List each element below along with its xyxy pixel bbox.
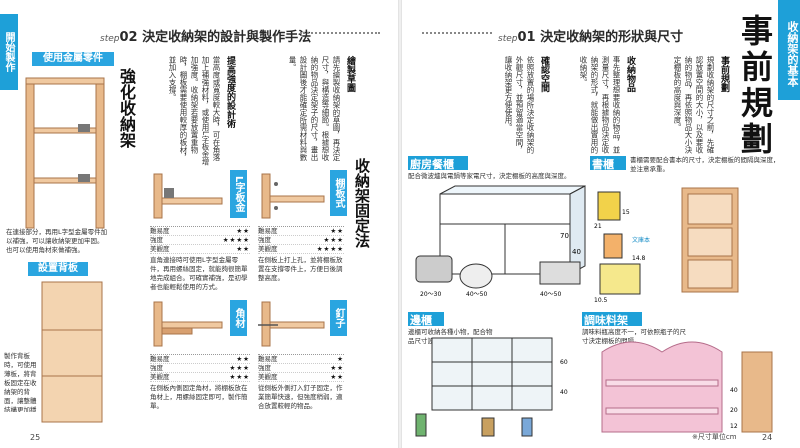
bookcase-title: 書櫃 <box>592 158 614 171</box>
svg-text:70: 70 <box>560 232 569 240</box>
block-head-sketch: 繪製草圖 <box>345 56 355 92</box>
shelf-support-illustration <box>261 173 325 219</box>
l-caption: 直角連接時可使用L字型金屬零件，再用螺絲固定，就能夠很簡單地完成組合。可確實補強… <box>150 256 248 291</box>
svg-text:20: 20 <box>730 407 738 414</box>
metal-parts-label: 使用金屬零件 <box>32 52 114 66</box>
shelf-support-label: 棚板式 <box>330 170 347 216</box>
svg-text:15: 15 <box>622 209 630 216</box>
block-head-plan: 事前規劃 <box>719 56 729 92</box>
storage-title: 邊櫃 <box>410 314 432 327</box>
rating-l: 難易度★★ 強度★★★★ 美觀度★★ <box>150 226 250 254</box>
block-head-strength: 提高強度的設計術 <box>225 56 235 128</box>
svg-text:14.8: 14.8 <box>632 255 646 262</box>
svg-text:12: 12 <box>730 423 738 430</box>
block-text-items: 事先整理想要收納的物品，並測量尺寸，再根據物品決定收納架的形式，就能做出實用的收… <box>579 56 621 154</box>
strengthen-title: 強化收納架 <box>117 68 136 148</box>
kitchen-cabinet-illustration: 70 40 20～30 40～50 40～50 <box>415 185 586 298</box>
bookcase-bar <box>590 156 626 170</box>
nail-caption: 從側板外側打入釘子固定，作業簡單快速，但強度稍弱，適合放置較輕的物品。 <box>258 384 343 410</box>
svg-text:40: 40 <box>572 248 581 256</box>
step-heading-right: step01 決定收納架的形狀與尺寸 <box>498 30 684 45</box>
page-number-left: 25 <box>30 433 41 442</box>
block-text-plan: 規劃收納架的尺寸之前，先確認放置空間的大小，以及要收納的物品，再依照物品大小決定… <box>673 56 715 154</box>
spice-title: 調味料架 <box>584 314 628 327</box>
metal-caption: 在連接部分，再用L字型金屬零件加以補強，可以讓收納架更加牢固。也可以使用角材來做… <box>6 228 108 254</box>
big-title: 事前規劃 <box>736 14 774 158</box>
svg-text:10.5: 10.5 <box>594 297 608 304</box>
bookcase-illustration: 21 15 10.5 14.8 文庫本 <box>594 187 739 304</box>
angle-caption: 在側板內側固定角材，將棚板放在角材上，用螺絲固定即可，製作簡單。 <box>150 384 248 410</box>
svg-text:40～50: 40～50 <box>466 291 487 298</box>
kitchen-caption: 配合微波爐與電鍋等家電尺寸，決定棚板的高度與深度。 <box>408 172 571 180</box>
svg-text:60: 60 <box>560 359 568 366</box>
dotted-rule <box>300 32 380 34</box>
svg-text:文庫本: 文庫本 <box>632 236 650 244</box>
fix-title: 收納架固定法 <box>353 158 371 248</box>
right-page: step01 決定收納架的形狀與尺寸 收納架的基本 事前規劃 事前規劃 規劃收納… <box>402 0 800 448</box>
block-head-items: 收納物品 <box>625 56 635 92</box>
svg-text:21: 21 <box>594 223 602 230</box>
svg-text:40: 40 <box>730 387 738 394</box>
block-text-sketch: 請先繪製收納架的草圖，再決定尺寸，與構造等細節。根據想收納的物品決定架子的尺寸，… <box>288 56 341 161</box>
shelf-caption: 在側板上打上孔，並將棚板放置在支撐零件上，方便日後調整高度。 <box>258 256 343 282</box>
spice-caption: 調味料瓶高度不一，可依照瓶子的尺寸決定棚板的間隔。 <box>582 328 686 345</box>
angle-label: 角材 <box>230 300 247 336</box>
side-tab-start[interactable]: 開始製作 <box>0 14 18 90</box>
spice-rack-illustration: 40 20 12 <box>601 341 773 433</box>
block-text-space: 依照放置的場所決定收納架的外觀尺寸，並預留適當空間，讓收納架更方便使用。 <box>504 56 535 154</box>
svg-text:40: 40 <box>560 389 568 396</box>
side-tab-basics[interactable]: 收納架的基本 <box>778 0 800 100</box>
back-panel-illustration <box>41 281 103 423</box>
l-bracket-label: L字板金 <box>230 170 247 218</box>
rating-shelf: 難易度★★ 強度★★★ 美觀度★★★★ <box>258 226 344 254</box>
kitchen-bar <box>408 156 468 170</box>
spice-bar <box>582 312 642 326</box>
kitchen-title: 廚房餐櫃 <box>410 158 454 171</box>
back-panel-label: 設置背板 <box>28 262 88 276</box>
block-text-strength: 當高度或寬度較大時，可在角落加上補強材料，或使用L字板金增加強度。收納架若要放置… <box>168 56 221 166</box>
angle-illustration <box>153 301 223 347</box>
left-page: 開始製作 step02 決定收納架的設計與製作手法 使用金屬零件 強化收納架 在… <box>0 0 398 448</box>
step-heading: step02 決定收納架的設計與製作手法 <box>100 30 312 45</box>
nail-label: 釘子 <box>330 300 347 336</box>
svg-text:40～50: 40～50 <box>540 291 561 298</box>
storage-cabinet-illustration: 60 40 <box>415 337 568 437</box>
storage-bar <box>408 312 444 326</box>
l-bracket-illustration <box>153 173 223 219</box>
bookcase-caption: 書櫃需要配合書本的尺寸，決定棚板的間隔與深度，並注意承重。 <box>630 156 780 173</box>
page-number-right: 24 <box>762 433 773 442</box>
nail-illustration <box>258 301 325 347</box>
dotted-rule-right <box>422 32 492 34</box>
shelf-illustration-metal <box>25 77 105 229</box>
rating-nail: 難易度★ 強度★★ 美觀度★★ <box>258 354 344 382</box>
block-head-space: 確認空間 <box>539 56 549 92</box>
unit-note: ※尺寸單位cm <box>692 433 737 441</box>
back-caption: 製作背板時，可使用薄板，將背板固定在收納架的背面，讓整體結構更加穩固。 <box>4 352 37 412</box>
svg-text:20～30: 20～30 <box>420 291 441 298</box>
book-gutter <box>398 0 402 448</box>
rating-angle: 難易度★★ 強度★★★ 美觀度★★★ <box>150 354 250 382</box>
